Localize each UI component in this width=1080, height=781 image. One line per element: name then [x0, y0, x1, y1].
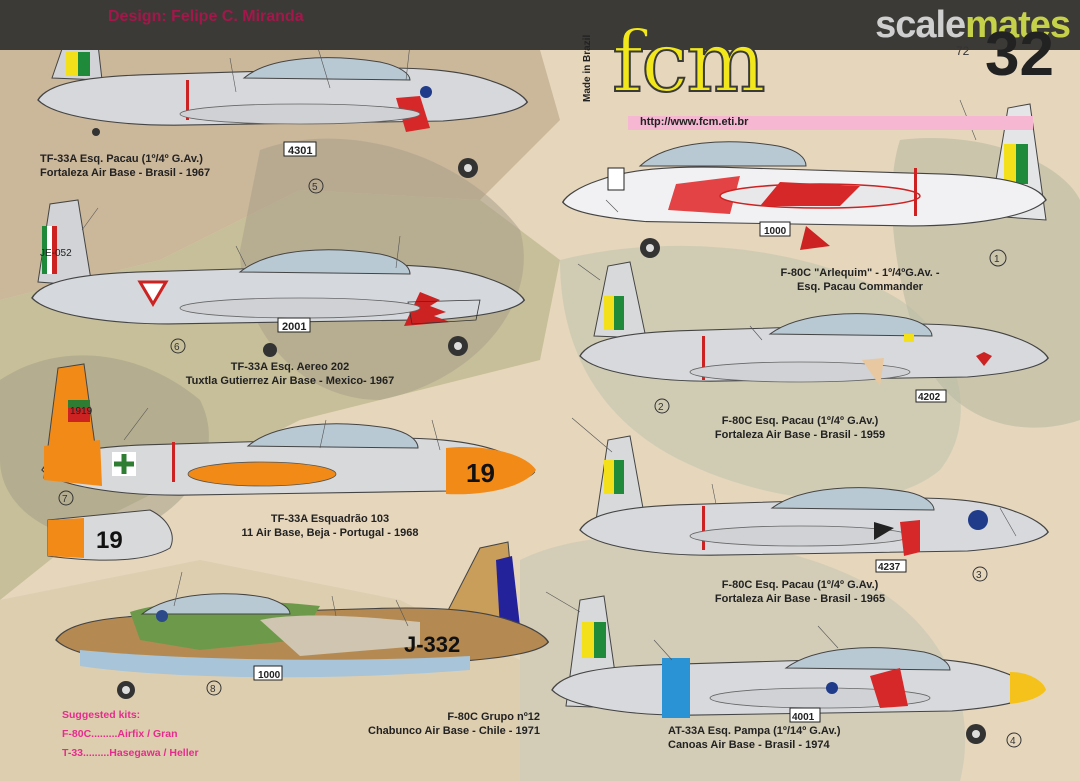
svg-text:4: 4 — [1010, 736, 1016, 747]
scale-denominator: 32 — [985, 20, 1054, 89]
profile-2-serial: 4202 — [918, 392, 941, 403]
caption-profile-3: F-80C Esq. Pacau (1º/4º G.Av.)Fortaleza … — [714, 579, 886, 605]
profile-7-tail-code: 1919 — [70, 406, 93, 417]
kits-heading: Suggested kits: — [62, 709, 141, 721]
caption-profile-4: AT-33A Esq. Pampa (1º/14º G.Av.)Canoas A… — [668, 725, 841, 751]
profile-6-tf33a-mexico: 2001 JE-052 6 — [31, 199, 526, 357]
svg-text:6: 6 — [174, 342, 180, 353]
svg-text:3: 3 — [976, 570, 982, 581]
caption-profile-1: F-80C "Arlequim" - 1º/4ºG.Av. -Esq. Paca… — [780, 267, 940, 293]
profile-1-f80c-arlequim: 1000 1 — [561, 103, 1047, 267]
leader-lines — [81, 43, 1017, 661]
kits-line-1: F-80C.........Airfix / Gran — [62, 728, 178, 740]
profile-6-tail-code: JE-052 — [40, 248, 72, 259]
profile-3-serial: 4237 — [878, 562, 901, 573]
scale-numerator: 72 — [956, 44, 970, 58]
made-in-label: Made in Brazil — [582, 34, 593, 102]
top-banner — [0, 0, 1080, 50]
profile-6-serial: 2001 — [282, 321, 306, 333]
caption-profile-2: F-80C Esq. Pacau (1º/4º G.Av.)Fortaleza … — [714, 415, 886, 441]
profile-4-serial: 4001 — [792, 712, 815, 723]
designer-credit: Design: Felipe C. Miranda — [108, 8, 304, 25]
svg-text:2: 2 — [658, 402, 664, 413]
profile-1-serial: 1000 — [764, 226, 787, 237]
brand-logo: fcm — [611, 13, 767, 111]
website-url[interactable]: http://www.fcm.eti.br — [640, 116, 749, 128]
profile-2-f80c-1959: 4202 2 — [579, 261, 1049, 414]
kits-line-2: T-33.........Hasegawa / Heller — [62, 747, 199, 759]
svg-text:5: 5 — [312, 182, 318, 193]
svg-text:8: 8 — [210, 684, 216, 695]
url-bar — [628, 116, 1033, 130]
profile-8-f80c-chile: J-332 1000 8 — [55, 541, 550, 699]
watermark: scalemates — [875, 4, 1071, 46]
profile-8-serial: 1000 — [258, 670, 281, 681]
profile-3-f80c-1965: 4237 3 — [579, 435, 1049, 582]
profile-7-inset-number: 19 — [96, 527, 123, 554]
profile-7-nose-number: 19 — [466, 458, 495, 488]
profile-5-serial: 4301 — [288, 145, 312, 157]
svg-text:7: 7 — [62, 494, 68, 505]
profile-8-tail-code: J-332 — [404, 632, 460, 657]
suggested-kits: Suggested kits: F-80C.........Airfix / G… — [62, 706, 199, 763]
caption-profile-5: TF-33A Esq. Pacau (1º/4º G.Av.)Fortaleza… — [40, 153, 211, 179]
profile-4-at33a-pampa: 4001 4 — [551, 595, 1046, 748]
profile-7-tf33a-portugal: 19 1919 7 19 — [41, 363, 536, 561]
svg-text:1: 1 — [994, 254, 1000, 265]
